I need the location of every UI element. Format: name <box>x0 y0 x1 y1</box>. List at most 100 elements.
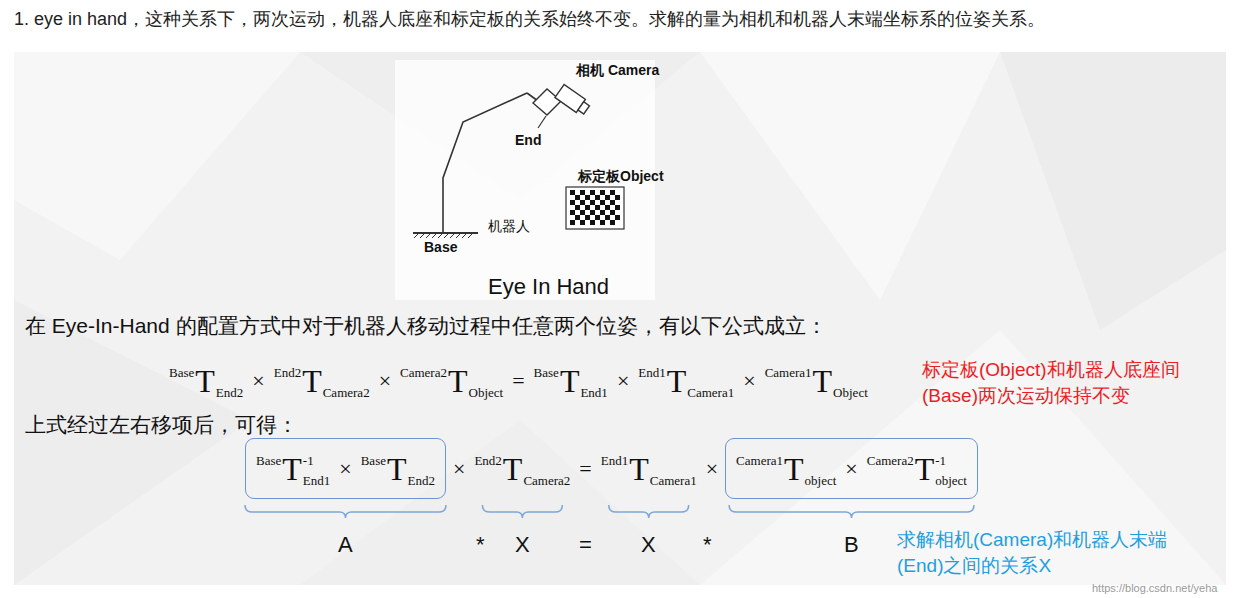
transform-term: End1TCamera1 <box>638 366 734 396</box>
frame-superscript: Base <box>256 454 281 467</box>
matrix-symbol: X <box>641 532 656 558</box>
equation-row: BaseT-1End1×BaseTEnd2Camera1Tobject×Came… <box>245 438 978 499</box>
watermark: https://blog.csdn.net/yeha <box>1092 582 1217 594</box>
script-stack: -1End1 <box>303 454 330 484</box>
frame-superscript: Camera1 <box>736 454 783 467</box>
underbrace <box>609 505 689 518</box>
transform-symbol: T <box>302 366 322 396</box>
operator-symbol: × <box>252 368 264 394</box>
transform-symbol: T <box>667 366 687 396</box>
inverse-exponent: -1 <box>303 454 330 467</box>
frame-subscript: Camera1 <box>687 386 734 399</box>
underbrace <box>729 505 974 518</box>
page-heading: 1. eye in hand，这种关系下，两次运动，机器人底座和标定板的关系始终… <box>14 7 1045 31</box>
transform-term: BaseTEnd2 <box>361 454 435 484</box>
transform-term: Camera1Tobject <box>736 454 836 484</box>
transform-symbol: T <box>784 454 804 484</box>
matrix-symbol: B <box>844 532 859 558</box>
operator-symbol: × <box>743 368 755 394</box>
frame-subscript: End2 <box>408 474 435 487</box>
operator-symbol: × <box>845 456 857 482</box>
operator-symbol: = <box>579 456 591 482</box>
frame-subscript: Object <box>833 386 868 399</box>
frame-superscript: Base <box>169 366 194 379</box>
matrix-symbol: X <box>515 532 530 558</box>
frame-subscript: Camera2 <box>323 386 370 399</box>
transform-symbol: T <box>915 454 935 484</box>
operator-symbol: × <box>706 456 718 482</box>
frame-superscript: End1 <box>638 366 665 379</box>
equation-middle: ×End2TCamera2=End1TCamera1× <box>448 454 723 484</box>
intro-sentence: 在 Eye-In-Hand 的配置方式中对于机器人移动过程中任意两个位姿，有以下… <box>25 312 827 340</box>
transform-symbol: T <box>503 454 523 484</box>
frame-superscript: Camera2 <box>867 454 914 467</box>
operator-symbol: × <box>339 456 351 482</box>
transform-term: BaseT-1End1 <box>256 454 330 484</box>
red-note: 标定板(Object)和机器人底座间 (Base)两次运动保持不变 <box>922 357 1227 409</box>
frame-subscript: Camera2 <box>523 474 570 487</box>
transform-term: End2TCamera2 <box>474 454 570 484</box>
script-stack: Camera1 <box>687 366 734 396</box>
frame-superscript: End2 <box>274 366 301 379</box>
matrix-symbol: A <box>338 532 353 558</box>
script-stack: End2 <box>408 454 435 484</box>
operator-symbol: = <box>579 532 592 558</box>
board-label: 标定板Object <box>578 168 664 186</box>
transform-term: End2TCamera2 <box>274 366 370 396</box>
transform-term: Camera1TObject <box>765 366 868 396</box>
transform-symbol: T <box>448 366 468 396</box>
bracketed-term-box: BaseT-1End1×BaseTEnd2 <box>245 438 446 499</box>
transform-term: BaseTEnd2 <box>169 366 243 396</box>
transform-symbol: T <box>195 366 215 396</box>
frame-superscript: End1 <box>601 454 628 467</box>
script-stack: object <box>805 454 837 484</box>
transform-symbol: T <box>813 366 833 396</box>
frame-subscript: Object <box>469 386 504 399</box>
frame-superscript: Base <box>361 454 386 467</box>
script-stack: Camera2 <box>523 454 570 484</box>
script-stack: Camera1 <box>650 454 697 484</box>
inverse-exponent: -1 <box>935 454 967 467</box>
frame-subscript: Camera1 <box>650 474 697 487</box>
bracketed-term-box: Camera1Tobject×Camera2T-1object <box>725 438 978 499</box>
script-stack: End2 <box>216 366 243 396</box>
equation-row: BaseTEnd2×End2TCamera2×Camera2TObject=Ba… <box>165 366 872 396</box>
operator-symbol: * <box>703 532 712 558</box>
frame-superscript: End2 <box>474 454 501 467</box>
derivation-sentence: 上式经过左右移项后，可得： <box>25 411 298 439</box>
robot-label: 机器人 <box>488 218 530 236</box>
underbrace <box>245 505 446 518</box>
operator-symbol: × <box>379 368 391 394</box>
frame-subscript: End1 <box>303 474 330 487</box>
operator-symbol: × <box>617 368 629 394</box>
camera-label: 相机 Camera <box>576 62 659 80</box>
transform-term: Camera2T-1 object <box>867 454 967 484</box>
frame-superscript: Camera1 <box>765 366 812 379</box>
transform-symbol: T <box>629 454 649 484</box>
transform-term: Camera2TObject <box>400 366 503 396</box>
operator-symbol: * <box>476 532 485 558</box>
script-stack: Object <box>833 366 868 396</box>
transform-symbol: T <box>387 454 407 484</box>
underbrace <box>482 505 562 518</box>
frame-subscript: object <box>805 474 837 487</box>
script-stack: -1 object <box>935 454 967 484</box>
operator-symbol: × <box>453 456 465 482</box>
frame-subscript: End1 <box>580 386 607 399</box>
frame-superscript: Base <box>534 366 559 379</box>
base-label: Base <box>424 239 457 255</box>
frame-subscript: End2 <box>216 386 243 399</box>
script-stack: Camera2 <box>323 366 370 396</box>
transform-symbol: T <box>282 454 302 484</box>
blue-note: 求解相机(Camera)和机器人末端(End)之间的关系X <box>897 527 1189 579</box>
transform-term: BaseTEnd1 <box>534 366 608 396</box>
transform-symbol: T <box>560 366 580 396</box>
script-stack: Object <box>469 366 504 396</box>
frame-subscript: object <box>935 474 967 487</box>
transform-term: End1TCamera1 <box>601 454 697 484</box>
end-label: End <box>515 132 541 148</box>
frame-superscript: Camera2 <box>400 366 447 379</box>
